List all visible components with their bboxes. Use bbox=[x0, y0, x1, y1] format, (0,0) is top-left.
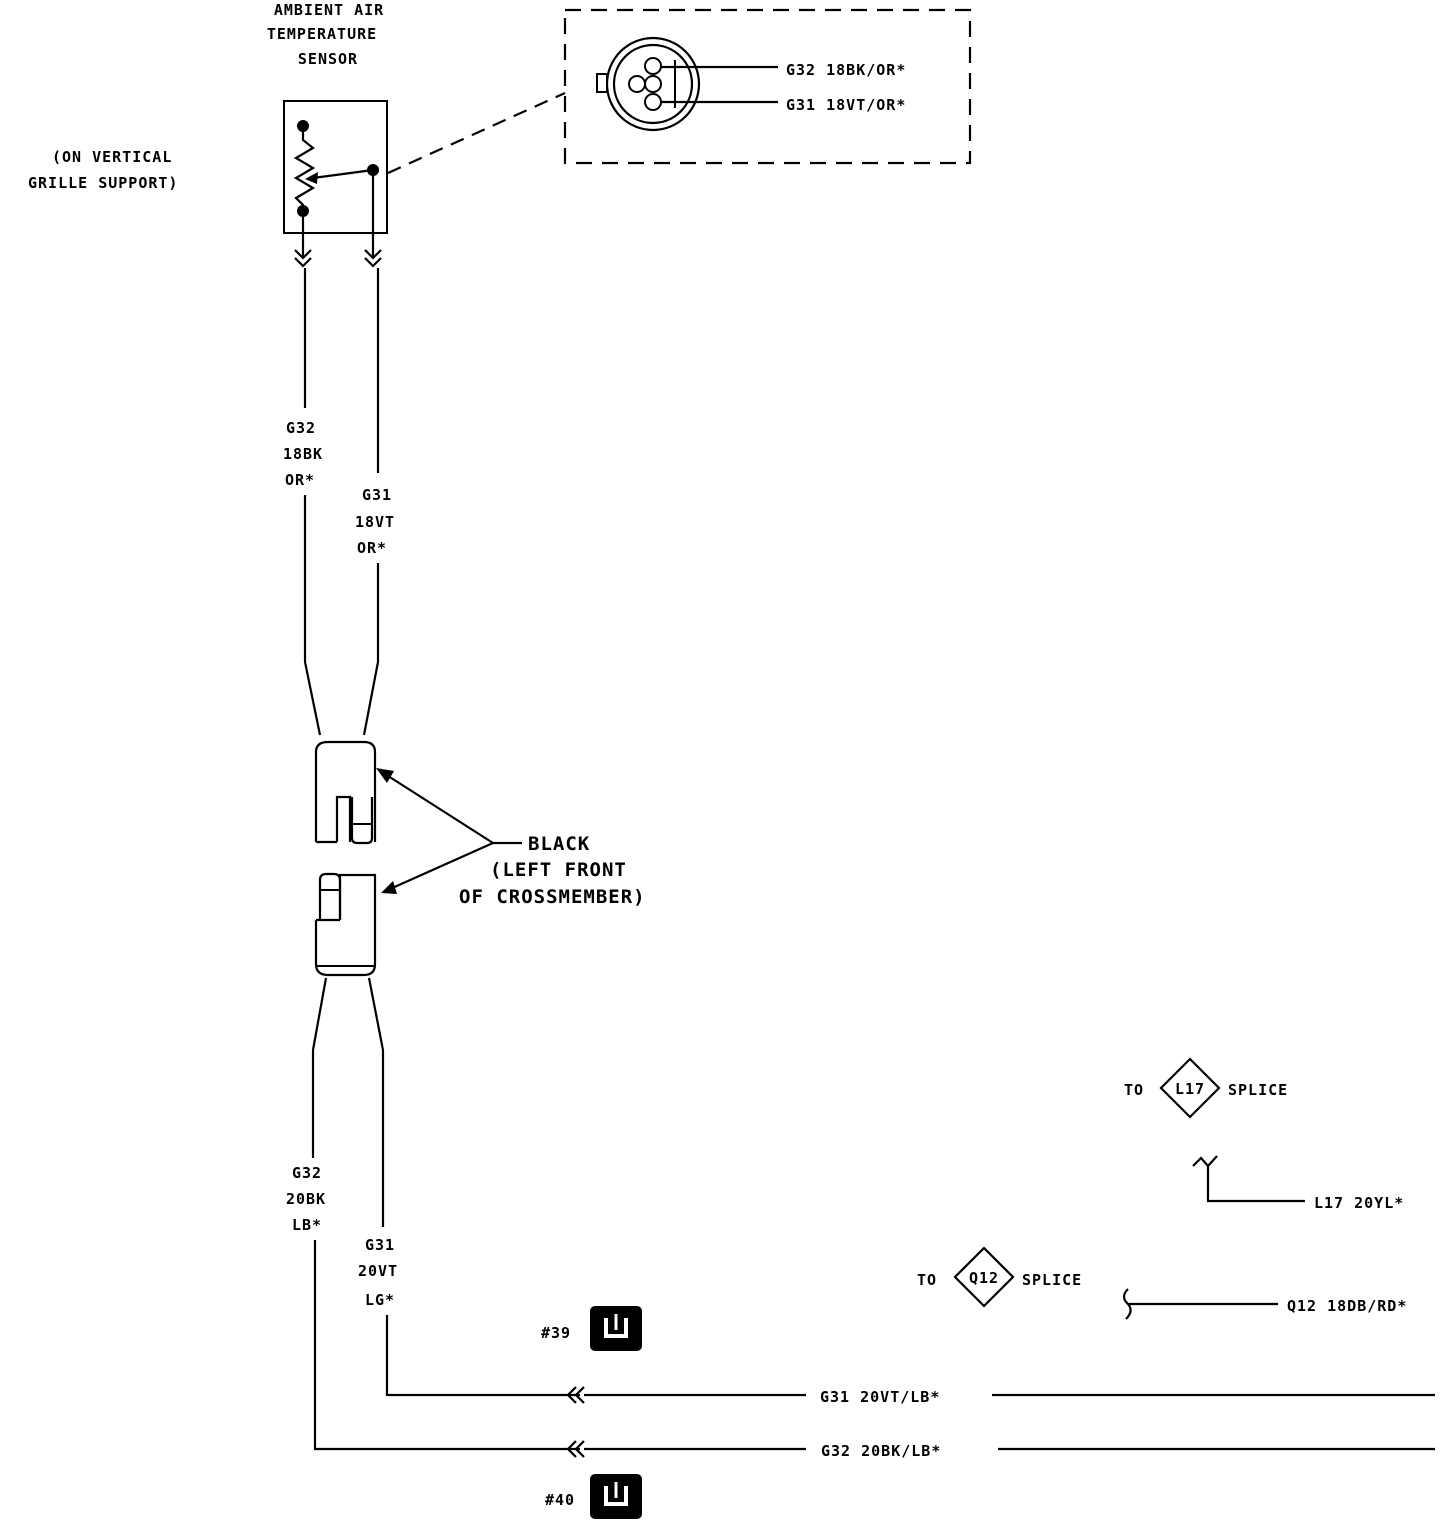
ground-ref-39-icon bbox=[590, 1306, 642, 1351]
sensor-location-line-1: (ON VERTICAL bbox=[52, 148, 172, 166]
connector-chevron-icon bbox=[566, 1386, 577, 1404]
terminal-chevron-icon bbox=[294, 257, 312, 268]
wiper-line bbox=[312, 168, 374, 180]
inline-connector-upper-half bbox=[314, 740, 377, 845]
wire-label-lower-right-3: LG* bbox=[365, 1291, 395, 1309]
sensor-title-line-2: TEMPERATURE bbox=[267, 25, 377, 43]
splice-q12-suffix: SPLICE bbox=[1022, 1271, 1082, 1289]
inline-connector-label-1: BLACK bbox=[528, 833, 590, 855]
connector-pin-g31-label: G31 18VT/OR* bbox=[786, 96, 906, 114]
connector-face-icon bbox=[596, 36, 701, 132]
sensor-title-line-3: SENSOR bbox=[298, 50, 358, 68]
inline-connector-lower-half bbox=[314, 872, 377, 977]
terminal-chevron-icon bbox=[364, 249, 382, 260]
splice-q12-diamond-icon bbox=[953, 1246, 1015, 1308]
connector-pin-g32-label: G32 18BK/OR* bbox=[786, 61, 906, 79]
wire-label-lower-right-1: G31 bbox=[365, 1236, 395, 1254]
temperature-sensor bbox=[283, 100, 388, 268]
bottom-wire-g32-label: G32 20BK/LB* bbox=[821, 1442, 941, 1460]
thermistor-icon bbox=[293, 126, 316, 211]
wire-label-upper-left-3: OR* bbox=[285, 471, 315, 489]
wire-label-lower-left-3: LB* bbox=[292, 1216, 322, 1234]
sensor-location-line-2: GRILLE SUPPORT) bbox=[28, 174, 178, 192]
sensor-title-line-1: AMBIENT AIR bbox=[274, 1, 384, 19]
wire-label-upper-right-2: 18VT bbox=[355, 513, 395, 531]
wire-label-upper-left-1: G32 bbox=[286, 419, 316, 437]
sensor-body bbox=[283, 100, 388, 234]
connector-chevron-icon bbox=[574, 1386, 585, 1404]
terminal-chevron-icon bbox=[364, 257, 382, 268]
wire-label-upper-left-2: 18BK bbox=[283, 445, 323, 463]
wire-label-upper-right-3: OR* bbox=[357, 539, 387, 557]
pointer-arrow-icon bbox=[381, 881, 397, 894]
splice-q12-code: Q12 bbox=[969, 1269, 999, 1287]
terminal-chevron-icon bbox=[294, 249, 312, 260]
splice-l17-suffix: SPLICE bbox=[1228, 1081, 1288, 1099]
pointer-arrow-icon bbox=[376, 768, 394, 783]
wire-label-lower-right-2: 20VT bbox=[358, 1262, 398, 1280]
ground-ref-40-label: #40 bbox=[545, 1491, 575, 1509]
wire-label-lower-left-1: G32 bbox=[292, 1164, 322, 1182]
wire-break-icon bbox=[1192, 1155, 1218, 1168]
connector-view-leader bbox=[387, 91, 566, 175]
bottom-wire-g31-label: G31 20VT/LB* bbox=[820, 1388, 940, 1406]
connector-chevron-icon bbox=[574, 1440, 585, 1458]
connector-view-box bbox=[563, 8, 972, 165]
ground-ref-40-icon bbox=[590, 1474, 642, 1519]
splice-l17-code: L17 bbox=[1175, 1080, 1205, 1098]
inline-connector-label-3: OF CROSSMEMBER) bbox=[459, 886, 646, 908]
wire-label-lower-left-2: 20BK bbox=[286, 1190, 326, 1208]
ground-ref-39-label: #39 bbox=[541, 1324, 571, 1342]
splice-l17-prefix: TO bbox=[1124, 1081, 1144, 1099]
splice-q12-wire-label: Q12 18DB/RD* bbox=[1287, 1297, 1407, 1315]
wire-label-upper-right-1: G31 bbox=[362, 486, 392, 504]
splice-l17-wire-label: L17 20YL* bbox=[1314, 1194, 1404, 1212]
connector-chevron-icon bbox=[566, 1440, 577, 1458]
splice-q12-prefix: TO bbox=[917, 1271, 937, 1289]
wiper-arrow-icon bbox=[305, 172, 318, 184]
inline-connector-label-2: (LEFT FRONT bbox=[490, 859, 627, 881]
splice-l17-diamond-icon bbox=[1159, 1057, 1221, 1119]
